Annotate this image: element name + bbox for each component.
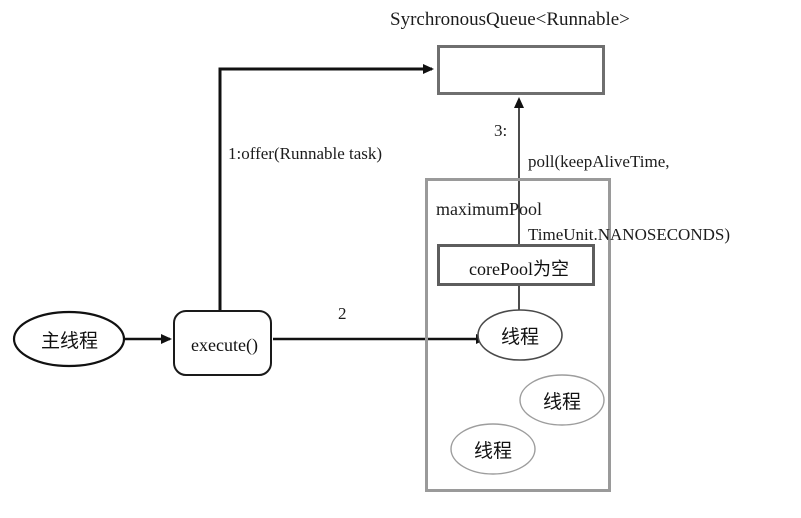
edge-label-poll: poll(keepAliveTime, TimeUnit.NANOSECONDS… (528, 108, 730, 288)
edge-label-step3: 3: (494, 121, 508, 140)
synchronous-queue-box (437, 45, 605, 95)
execute-box: execute() (173, 310, 272, 376)
main-thread-label: 主线程 (40, 330, 98, 352)
thread-label-2: 线程 (542, 391, 581, 413)
edge-label-offer: 1:offer(Runnable task) (228, 144, 383, 163)
maximum-pool-label: maximumPool (436, 199, 543, 219)
queue-title: SyrchronousQueue<Runnable> (390, 9, 630, 30)
maximum-pool-box (425, 178, 611, 492)
thread-label-1: 线程 (500, 326, 539, 348)
core-pool-box: corePool为空 (437, 244, 595, 286)
execute-label: execute() (191, 334, 258, 355)
edge-label-poll-line2: TimeUnit.NANOSECONDS) (528, 225, 730, 245)
edge-offer-to-queue (218, 64, 434, 310)
core-pool-label: corePool为空 (469, 259, 569, 279)
edge-label-step2: 2 (338, 304, 347, 323)
edge-label-poll-line1: poll(keepAliveTime, (528, 151, 670, 171)
thread-label-3: 线程 (473, 440, 512, 462)
